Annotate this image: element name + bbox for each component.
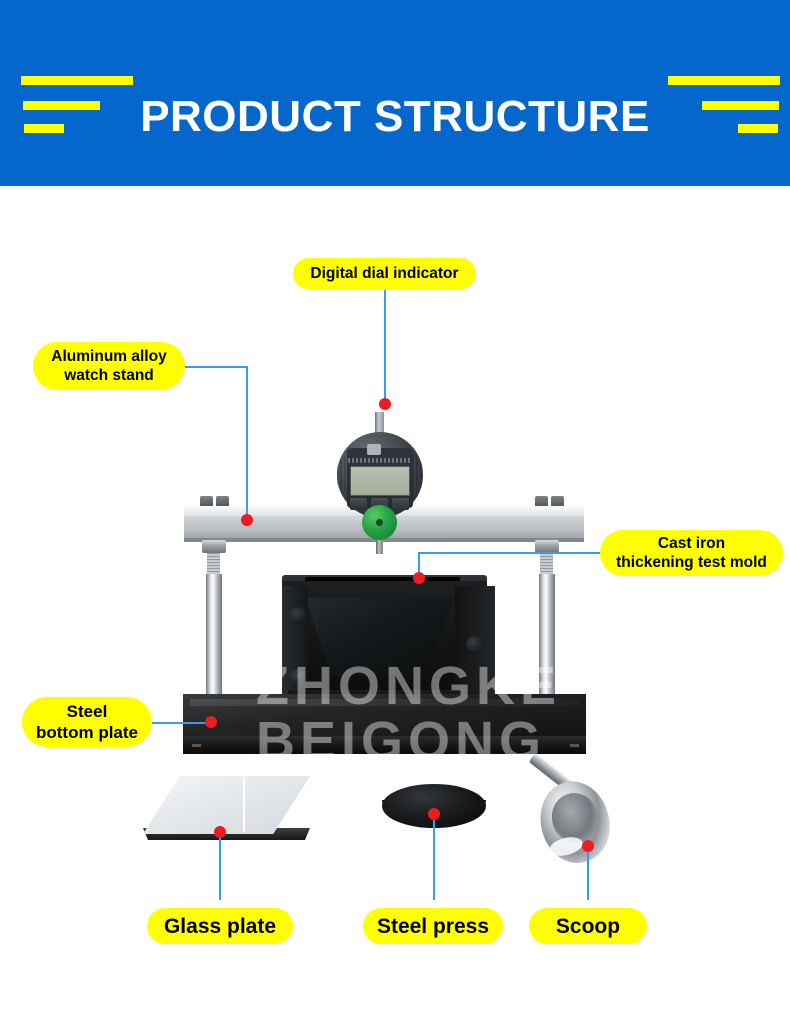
crossbar-bolt-left-a (200, 496, 213, 507)
dial-indicator-button-left[interactable] (350, 498, 367, 510)
callout-scoop[interactable]: Scoop (529, 908, 647, 944)
glass-plate-seam (243, 777, 245, 832)
post-right-shaft (539, 574, 555, 699)
steel-base-plate-screw-right (570, 744, 579, 747)
header-banner: PRODUCT STRUCTURE (0, 0, 790, 186)
steel-base-plate-front-edge (183, 736, 586, 754)
post-left-shaft (206, 574, 222, 699)
callout-cast-iron-thickening-test-mold[interactable]: Cast iron thickening test mold (600, 530, 783, 576)
leader-line-watch-stand-vertical (246, 366, 248, 518)
dial-indicator-button-right[interactable] (392, 498, 409, 510)
leader-line-test-mold-vertical (418, 552, 420, 576)
decor-bar-right-2 (702, 101, 779, 110)
leader-line-watch-stand-horizontal (185, 366, 248, 368)
marker-test-mold (413, 572, 425, 584)
callout-steel-press[interactable]: Steel press (363, 908, 503, 944)
leader-line-digital-dial-indicator (384, 290, 386, 402)
test-mold-boss-right (466, 636, 483, 653)
leader-line-steel-bottom-plate (152, 722, 209, 724)
decor-bar-left-1 (21, 76, 133, 85)
post-left-nut-upper (202, 540, 226, 553)
callout-aluminum-alloy-watch-stand[interactable]: Aluminum alloy watch stand (33, 342, 185, 390)
dial-indicator-spec-text (348, 458, 412, 463)
dial-indicator-brand-logo-icon (367, 444, 381, 455)
callout-digital-dial-indicator[interactable]: Digital dial indicator (293, 258, 476, 289)
steel-base-plate-top (183, 694, 586, 736)
callout-glass-plate[interactable]: Glass plate (147, 908, 293, 944)
decor-bar-left-3 (24, 124, 64, 133)
leader-line-test-mold-horizontal (418, 552, 600, 554)
crossbar-bolt-left-b (216, 496, 229, 507)
decor-bar-right-3 (738, 124, 778, 133)
test-mold-front-bevel (305, 598, 453, 676)
page-title: PRODUCT STRUCTURE (140, 92, 650, 141)
marker-glass-plate (214, 826, 226, 838)
marker-digital-dial-indicator (379, 398, 391, 410)
steel-base-plate-sheen (190, 699, 580, 706)
marker-steel-bottom-plate (205, 716, 217, 728)
leader-line-glass-plate (219, 832, 221, 900)
test-mold-boss-lower-left (289, 669, 306, 686)
dial-indicator-knob-hole (376, 519, 383, 526)
decor-bar-right-1 (668, 76, 780, 85)
callout-steel-bottom-plate[interactable]: Steel bottom plate (22, 697, 152, 747)
marker-steel-press (428, 808, 440, 820)
decor-bar-left-2 (23, 101, 100, 110)
dial-indicator-lcd-screen (350, 466, 410, 496)
marker-watch-stand (241, 514, 253, 526)
crossbar-bolt-right-a (535, 496, 548, 507)
test-mold-boss-upper-left (289, 607, 306, 624)
leader-line-steel-press (433, 814, 435, 900)
crossbar-shadow (184, 538, 584, 542)
leader-line-scoop (587, 846, 589, 900)
glass-plate-surface (143, 776, 310, 834)
test-mold-left-flank (282, 586, 308, 704)
crossbar-bolt-right-b (551, 496, 564, 507)
post-right-nut-upper (535, 540, 559, 553)
marker-scoop (582, 840, 594, 852)
steel-base-plate-screw-left (192, 744, 201, 747)
